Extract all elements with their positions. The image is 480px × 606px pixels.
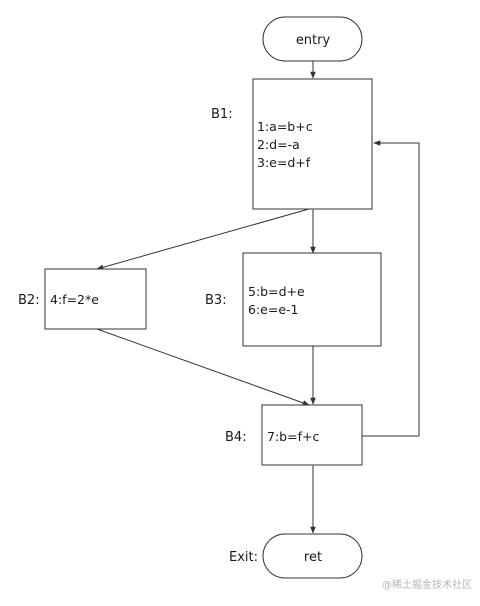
b3-line-2: 6:e=e-1	[248, 302, 298, 317]
b4-line-1: 7:b=f+c	[267, 429, 319, 444]
b1-label: B1:	[211, 107, 233, 122]
b1-line-3: 3:e=d+f	[257, 155, 311, 170]
b4-label: B4:	[225, 430, 247, 445]
b1-line-2: 2:d=-a	[257, 137, 300, 152]
block-b2: B2: 4:f=2*e	[18, 268, 147, 330]
edge-b1-to-b2	[96, 208, 310, 270]
b2-box	[44, 268, 147, 330]
edges	[96, 61, 420, 534]
b3-line-1: 5:b=d+e	[248, 284, 305, 299]
entry-node: entry	[262, 16, 363, 62]
block-b3: B3: 5:b=d+e 6:e=e-1	[205, 252, 382, 347]
entry-terminator	[262, 16, 363, 62]
exit-terminator	[262, 533, 363, 579]
block-b4: B4: 7:b=f+c	[225, 404, 363, 466]
edge-b2-to-b4	[96, 328, 310, 406]
b3-label: B3:	[205, 293, 227, 308]
exit-text: ret	[304, 550, 322, 565]
watermark-text: @稀土掘金技术社区	[382, 578, 472, 591]
b3-box	[242, 252, 382, 347]
edge-b4-back-to-b1	[362, 140, 420, 437]
b2-label: B2:	[18, 293, 40, 308]
entry-text: entry	[296, 33, 331, 48]
b1-line-1: 1:a=b+c	[257, 119, 313, 134]
b2-line-1: 4:f=2*e	[50, 292, 99, 307]
exit-label: Exit:	[229, 550, 258, 565]
block-b1: B1: 1:a=b+c 2:d=-a 3:e=d+f	[211, 78, 373, 210]
b4-box	[261, 404, 363, 466]
b1-box	[252, 78, 373, 210]
exit-node: Exit: ret	[229, 533, 363, 579]
